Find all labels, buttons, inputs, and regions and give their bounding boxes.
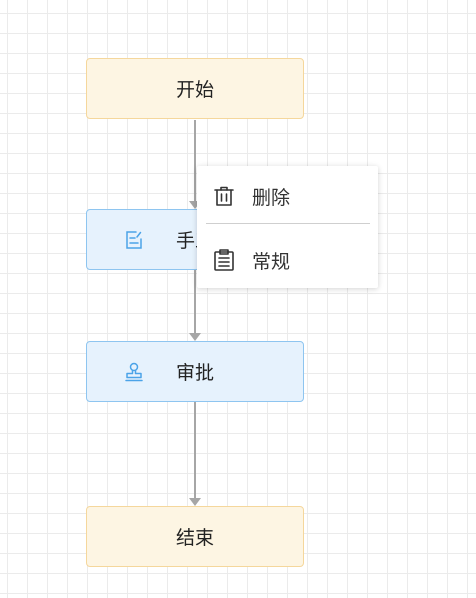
general-menu-label: 常规 xyxy=(252,250,291,273)
end-node[interactable]: 结束 xyxy=(86,506,304,567)
general-menu-item[interactable]: 常规 xyxy=(197,232,378,288)
approval-stamp-icon xyxy=(125,362,143,382)
delete-menu-item[interactable]: 删除 xyxy=(197,168,378,224)
trash-icon xyxy=(214,186,234,206)
approve-task-node[interactable]: 审批 xyxy=(86,341,304,402)
edit-document-icon xyxy=(126,231,142,249)
clipboard-icon xyxy=(214,249,234,271)
delete-menu-label: 删除 xyxy=(252,186,291,209)
start-node-label: 开始 xyxy=(175,79,214,101)
arrowhead xyxy=(189,333,201,341)
arrowhead xyxy=(189,498,201,506)
node-context-menu: 删除 常规 xyxy=(197,166,378,288)
menu-divider xyxy=(206,223,370,224)
approve-task-label: 审批 xyxy=(175,362,214,384)
start-node[interactable]: 开始 xyxy=(86,58,304,119)
end-node-label: 结束 xyxy=(175,527,214,549)
